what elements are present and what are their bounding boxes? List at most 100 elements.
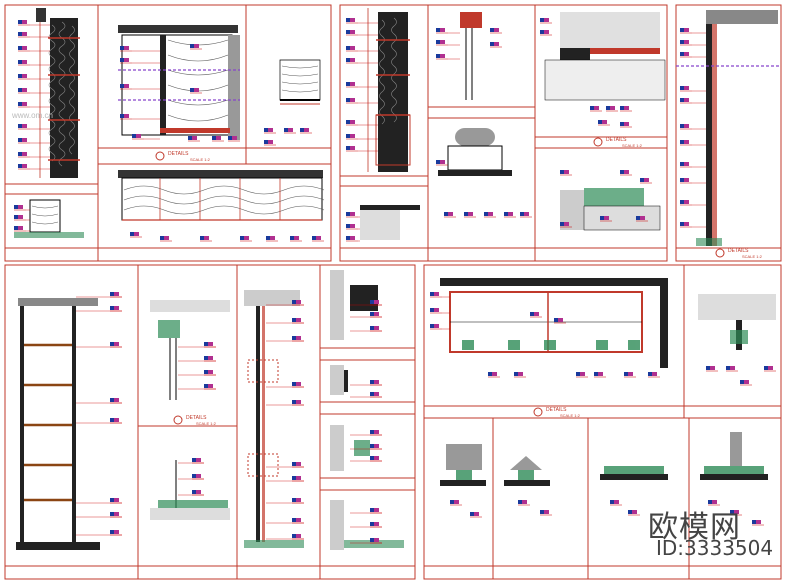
sheet4-section-tall [244,290,304,548]
sheet2-detail-corner [544,12,666,101]
title-block-5-scale: SCALE 1:2 [560,413,581,418]
title-block-1-scale: SCALE 1:2 [190,157,211,162]
annotation-tag [514,372,526,378]
annotation-tag [18,60,50,66]
annotation-tag [264,128,276,134]
annotation-tag [266,498,304,504]
annotation-tag [76,498,122,504]
title-block-3-scale: SCALE 1:2 [742,254,763,259]
annotation-tag [726,366,738,372]
annotation-tags [14,18,776,544]
annotation-tag [648,372,660,378]
sheet-frame-1 [4,4,332,262]
annotation-tag [178,356,216,362]
annotation-tag [120,114,160,120]
title-block-4-title: DETAILS [186,415,207,421]
annotation-tag [76,530,122,536]
annotation-tag [430,292,450,298]
annotation-tag [76,342,122,348]
annotation-tag [266,382,304,388]
annotation-tag [190,88,202,94]
sheet-frame-2 [339,4,668,262]
annotation-tag [160,236,172,242]
annotation-tag [266,400,304,406]
annotation-tag [266,534,304,540]
sheet4-cabinet-elevation [16,298,100,550]
annotation-tag [680,222,706,228]
annotation-tag [346,58,378,64]
annotation-tag [178,490,204,496]
annotation-tag [680,200,706,206]
annotation-tag [76,398,122,404]
annotation-tag [346,224,360,230]
annotation-tag [436,54,460,60]
annotation-tag [350,326,382,332]
annotation-tag [18,88,50,94]
sheet1-detail-small [279,59,321,105]
annotation-tag [350,312,382,318]
annotation-tag [680,162,706,168]
annotation-tag [14,226,30,232]
annotation-tag [610,500,622,506]
annotation-tag [540,510,552,516]
sheet2-detail-top [460,12,482,100]
annotation-tag [350,392,382,398]
annotation-tag [346,134,378,140]
annotation-tag [346,18,378,24]
annotation-tag [18,152,50,158]
annotation-tag [18,20,50,26]
annotation-tag [450,500,462,506]
title-block-2-scale: SCALE 1:2 [622,143,643,148]
title-block-2: DETAILS SCALE 1:2 [593,137,643,148]
annotation-tag [350,538,382,544]
annotation-tag [346,146,378,152]
annotation-tag [490,42,502,48]
annotation-tag [560,222,572,228]
annotation-tag [540,30,552,36]
annotation-tag [346,98,378,104]
annotation-tag [590,106,602,112]
title-block-1-title: DETAILS [168,151,189,157]
sheet1-detail-wood [118,25,240,140]
annotation-tag [620,122,632,128]
annotation-tag [76,292,122,298]
annotation-tag [764,366,776,372]
sheet2-detail-ceiling [438,128,512,176]
sheet2-detail-base [360,205,420,240]
annotation-tag [680,140,706,146]
watermark-id: ID:3333504 [656,536,774,560]
annotation-tag [178,474,204,480]
title-block-5: DETAILS SCALE 1:2 [533,407,581,418]
annotation-tag [266,476,304,482]
annotation-tag [178,370,216,376]
annotation-tag [228,136,240,142]
sheet4-details-right [330,270,404,550]
annotation-tag [266,462,304,468]
title-block-3: DETAILS SCALE 1:2 [715,248,763,259]
annotation-tag [350,430,382,436]
annotation-tag [190,44,202,50]
sheet1-wall-section [36,8,80,178]
annotation-tag [488,372,500,378]
annotation-tag [350,508,382,514]
sheet3-section [676,10,781,246]
annotation-tag [470,512,482,518]
annotation-tag [530,312,542,318]
annotation-tag [680,28,706,34]
annotation-tag [444,212,456,218]
title-block-4-scale: SCALE 1:2 [196,421,217,426]
annotation-tag [518,500,530,506]
annotation-tag [18,46,50,52]
annotation-tag [130,232,142,238]
annotation-tag [504,212,516,218]
watermark-logo: 欧模网 [648,510,741,545]
annotation-tag [350,300,382,306]
annotation-tag [300,128,312,134]
annotation-tag [290,236,302,242]
annotation-tag [350,380,382,386]
sheet-frame-4 [4,264,416,580]
sheet-frame-5 [423,264,782,580]
annotation-tag [436,40,460,46]
annotation-tag [350,456,382,462]
